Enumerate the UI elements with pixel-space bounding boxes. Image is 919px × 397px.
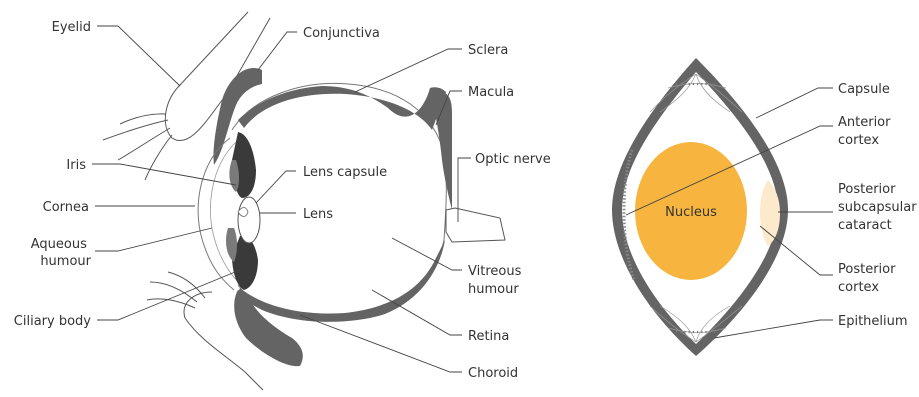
label-choroid: Choroid xyxy=(468,366,518,381)
lens-cross-section: Nucleus Capsule Anterior cortex Posterio… xyxy=(612,58,919,356)
leader-choroid xyxy=(300,315,462,372)
label-ciliary-body: Ciliary body xyxy=(14,314,92,329)
label-retina: Retina xyxy=(468,329,509,344)
upper-eyelashes xyxy=(103,114,172,180)
iris-lower-light xyxy=(226,228,237,262)
optic-nerve xyxy=(446,208,505,242)
eye-cross-section: Eyelid Conjunctiva Sclera Macula Iris Le… xyxy=(14,12,551,390)
leader-eyelid xyxy=(97,26,180,86)
leader-iris xyxy=(92,164,236,185)
label-iris: Iris xyxy=(66,158,86,173)
label-anterior-cortex: Anterior cortex xyxy=(838,115,895,148)
label-macula: Macula xyxy=(468,85,514,100)
label-nucleus: Nucleus xyxy=(665,205,717,220)
label-capsule: Capsule xyxy=(838,82,890,97)
leader-conjunctiva xyxy=(258,32,297,70)
leader-aqueous xyxy=(95,228,212,251)
label-conjunctiva: Conjunctiva xyxy=(303,26,380,41)
leader-capsule xyxy=(756,88,833,118)
leader-sclera xyxy=(355,49,462,92)
label-cornea: Cornea xyxy=(43,200,89,215)
lens xyxy=(238,197,260,243)
label-lens: Lens xyxy=(303,207,333,222)
label-vitreous-humour: Vitreous humour xyxy=(468,264,525,297)
label-eyelid: Eyelid xyxy=(52,20,91,35)
label-posterior-subcapsular-cataract: Posterior subcapsular cataract xyxy=(838,182,919,233)
vitreous-chamber xyxy=(254,102,438,305)
label-aqueous-humour: Aqueous humour xyxy=(31,237,92,269)
label-lens-capsule: Lens capsule xyxy=(303,165,387,180)
label-epithelium: Epithelium xyxy=(838,314,908,329)
label-optic-nerve: Optic nerve xyxy=(475,152,551,167)
label-sclera: Sclera xyxy=(468,43,508,58)
leader-epithelium xyxy=(714,320,833,338)
label-posterior-cortex: Posterior cortex xyxy=(838,262,900,295)
